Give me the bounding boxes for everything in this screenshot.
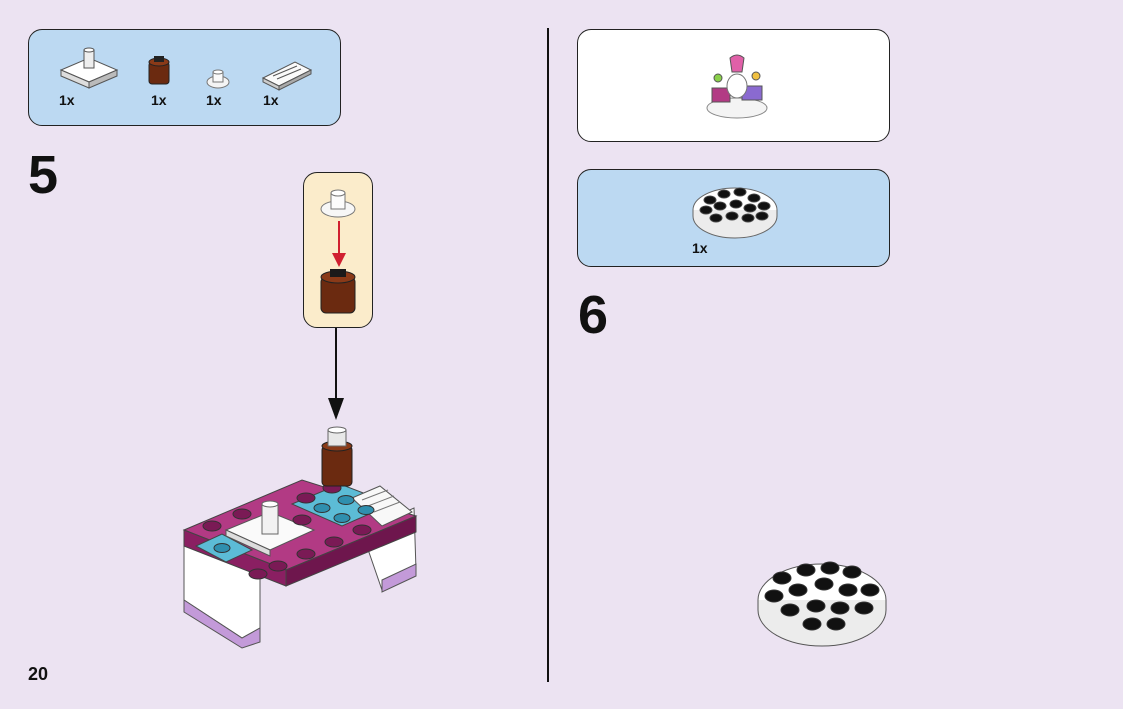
- down-arrow-icon: [328, 328, 344, 420]
- clear-round-cap-icon: [320, 189, 356, 218]
- step-number: 5: [28, 145, 59, 205]
- part-qty: 1x: [263, 92, 279, 108]
- dressing-table-overview-icon: [706, 54, 768, 119]
- assembly-overview-box: [577, 29, 890, 142]
- part-qty: 1x: [59, 92, 75, 108]
- part-qty: 1x: [151, 92, 167, 108]
- white-tile-with-bottle-icon: [59, 47, 119, 89]
- page-number: 20: [28, 664, 49, 684]
- clear-round-cap-icon: [206, 69, 230, 89]
- brown-round-brick-icon: [148, 56, 170, 85]
- desk-model-illustration: [182, 426, 418, 649]
- brown-round-brick-icon: [320, 269, 356, 314]
- part-qty: 1x: [206, 92, 222, 108]
- printed-tile-icon: [261, 61, 313, 91]
- part-qty: 1x: [692, 240, 708, 256]
- step5-parts-box: 1x 1x 1x 1x: [28, 29, 341, 126]
- white-round-plate-illustration: [757, 561, 887, 647]
- page-divider: [547, 28, 549, 682]
- red-arrow-icon: [332, 221, 346, 267]
- step-number: 6: [578, 285, 609, 345]
- subassembly-callout: [303, 172, 373, 328]
- white-round-plate-icon: [692, 187, 778, 239]
- step6-parts-box: 1x: [577, 169, 890, 267]
